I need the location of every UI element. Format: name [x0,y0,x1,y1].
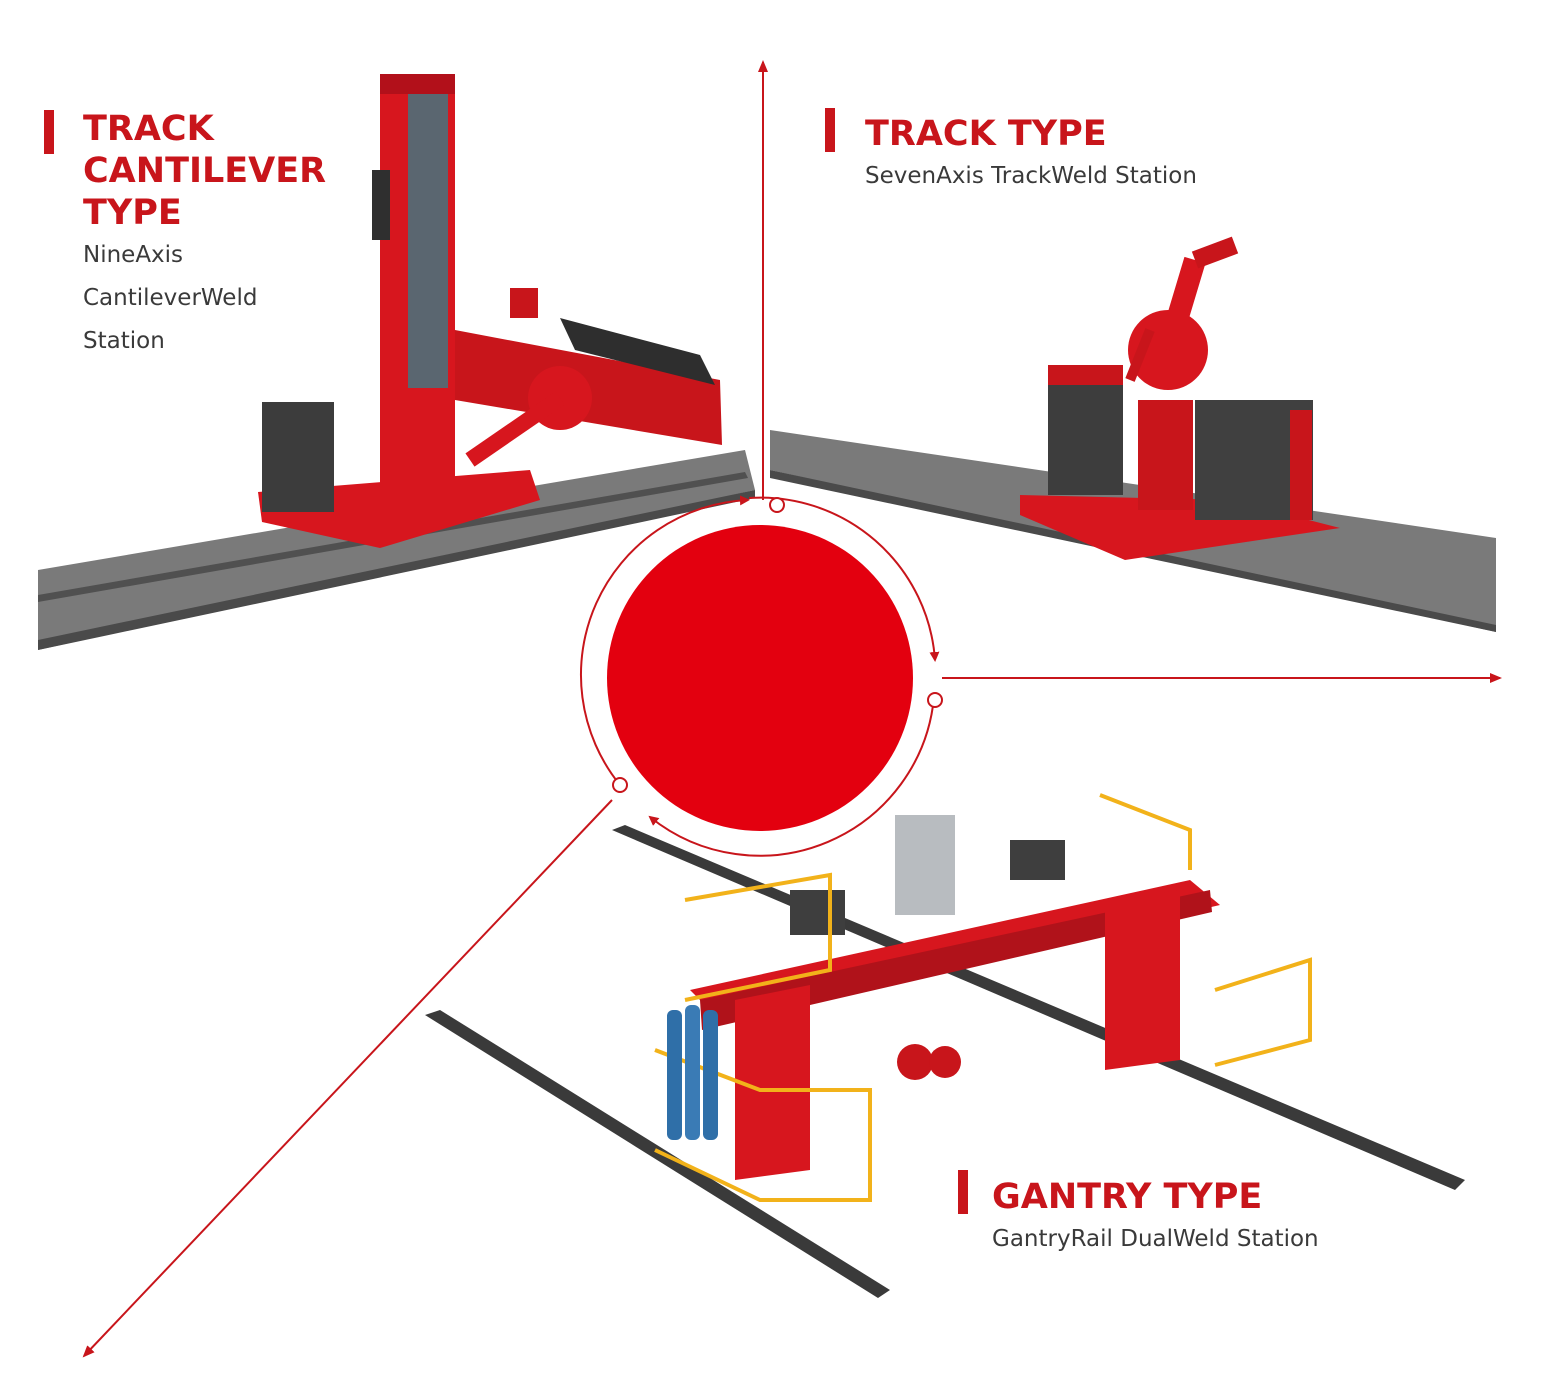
accent-bar-track [825,108,835,152]
center-hub [579,495,943,857]
gantry-subtitle: GantryRail DualWeld Station [992,1226,1319,1252]
label-cantilever: TRACK CANTILEVER TYPE NineAxis Cantileve… [83,108,326,363]
track-machine-illustration [770,236,1496,632]
gantry-machine-illustration [425,793,1465,1298]
cantilever-machine-illustration [38,74,755,650]
orbit-arc-left [579,495,750,786]
orbit-node-right [927,692,943,708]
orbit-node-left [612,777,628,793]
accent-bar-gantry [958,1170,968,1214]
cantilever-title: TRACK CANTILEVER TYPE [83,109,327,233]
label-gantry: GANTRY TYPE GantryRail DualWeld Station [992,1176,1319,1261]
label-track: TRACK TYPE SevenAxis TrackWeld Station [865,113,1197,198]
axis-arrow-down-left [82,799,613,1358]
accent-bar-cantilever [44,110,54,154]
gas-cylinder-icon [667,1010,682,1140]
gantry-title: GANTRY TYPE [992,1177,1263,1217]
track-subtitle: SevenAxis TrackWeld Station [865,163,1197,189]
orbit-arc-top-right [748,496,940,662]
track-title: TRACK TYPE [865,114,1107,154]
orbit-arc-bottom [648,696,935,857]
orbit-node-top [769,497,785,513]
center-circle [607,525,913,831]
axis-arrows [82,60,1502,1358]
cantilever-subtitle: NineAxis CantileverWeld Station [83,242,258,354]
